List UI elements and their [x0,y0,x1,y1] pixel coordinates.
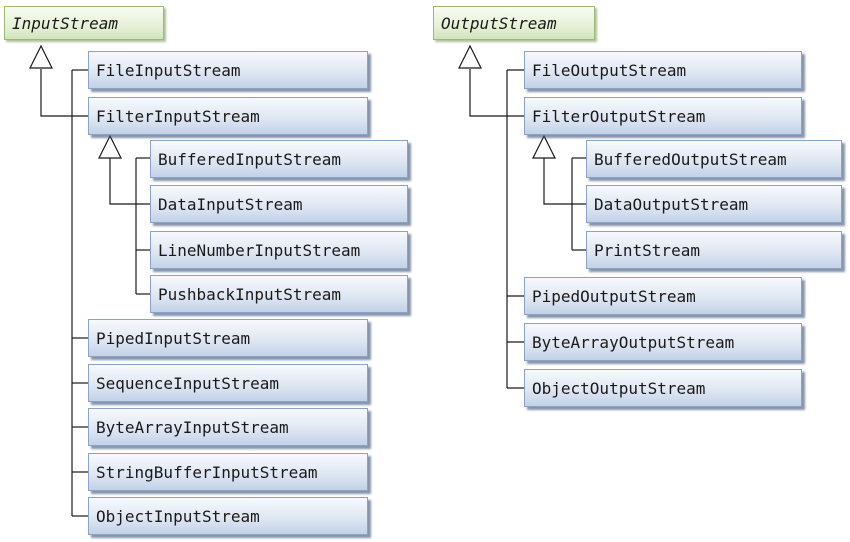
class-box-datainputstream: DataInputStream [150,185,408,223]
inheritance-arrow-icon [29,44,53,69]
root-class-outputstream: OutputStream [433,6,595,40]
inheritance-arrow-icon [532,134,556,159]
class-box-bufferedoutputstream: BufferedOutputStream [586,140,842,178]
class-box-stringbufferinputstream: StringBufferInputStream [88,453,368,491]
connector-line [40,69,88,117]
connector-line [109,158,150,205]
class-box-objectinputstream: ObjectInputStream [88,497,368,535]
root-class-inputstream: InputStream [4,6,164,40]
class-box-objectoutputstream: ObjectOutputStream [524,369,802,407]
class-box-pipedinputstream: PipedInputStream [88,319,368,357]
class-box-fileinputstream: FileInputStream [88,51,368,89]
class-box-bufferedinputstream: BufferedInputStream [150,140,408,178]
class-box-linenumberinputstream: LineNumberInputStream [150,231,408,269]
class-box-filteroutputstream: FilterOutputStream [524,97,802,135]
connector-line [543,158,586,205]
inheritance-arrow-icon [98,134,122,159]
inheritance-arrow-icon [458,44,482,69]
connector-line [469,69,524,117]
class-box-dataoutputstream: DataOutputStream [586,185,842,223]
class-box-printstream: PrintStream [586,231,842,269]
class-box-fileoutputstream: FileOutputStream [524,51,802,89]
class-box-pushbackinputstream: PushbackInputStream [150,275,408,313]
class-box-bytearrayinputstream: ByteArrayInputStream [88,408,368,446]
class-box-filterinputstream: FilterInputStream [88,97,368,135]
class-box-bytearrayoutputstream: ByteArrayOutputStream [524,323,802,361]
class-box-sequenceinputstream: SequenceInputStream [88,364,368,402]
class-box-pipedoutputstream: PipedOutputStream [524,277,802,315]
